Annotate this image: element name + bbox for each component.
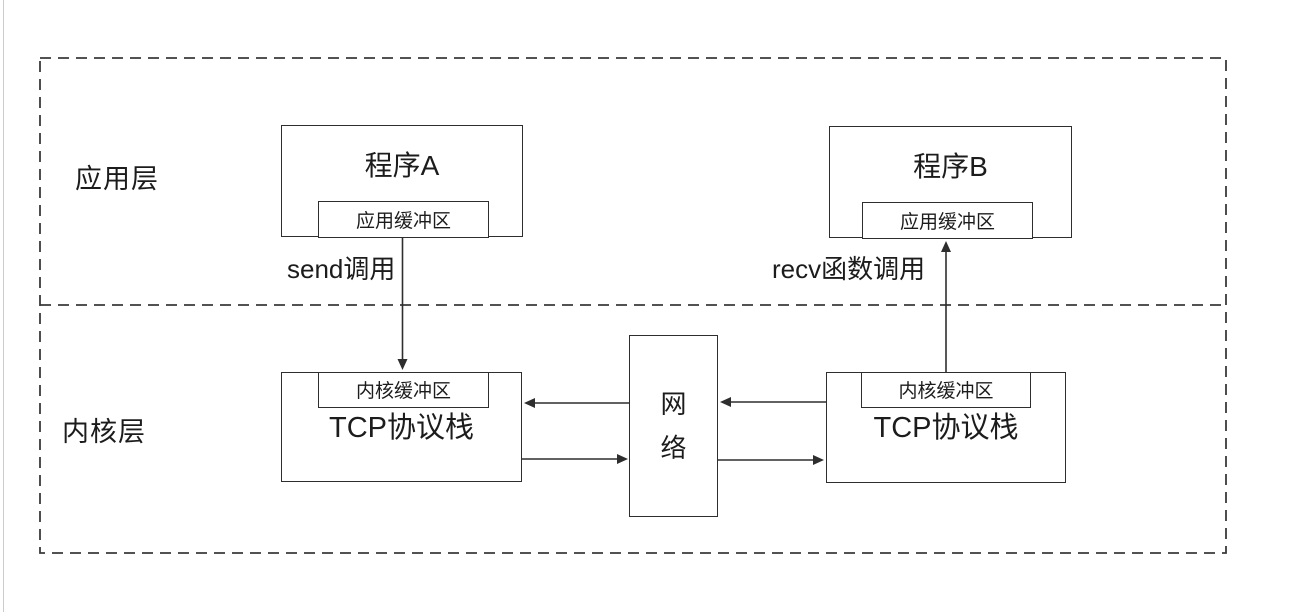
program-b-app-buffer-box: 应用缓冲区 bbox=[862, 201, 1033, 239]
page-left-border bbox=[3, 0, 4, 612]
program-a-box: 程序A 应用缓冲区 bbox=[281, 125, 523, 238]
tcp-stack-left-box: 内核缓冲区 TCP协议栈 bbox=[281, 371, 522, 482]
program-b-box: 程序B 应用缓冲区 bbox=[829, 126, 1072, 239]
kernel-layer-label: 内核层 bbox=[62, 417, 146, 447]
tcp-stack-left-title: TCP协议栈 bbox=[328, 412, 474, 444]
tcp-stack-right-box: 内核缓冲区 TCP协议栈 bbox=[826, 371, 1066, 483]
program-b-title: 程序B bbox=[913, 151, 988, 182]
tcp-stack-right-title: TCP协议栈 bbox=[873, 412, 1019, 444]
program-a-title: 程序A bbox=[364, 150, 440, 181]
network-title: 网络 bbox=[660, 389, 687, 463]
send-call-label: send调用 bbox=[287, 254, 396, 284]
application-layer-label: 应用层 bbox=[75, 164, 159, 194]
network-box: 网络 bbox=[629, 335, 718, 517]
program-a-app-buffer-box: 应用缓冲区 bbox=[318, 200, 489, 238]
tcp-left-kernel-buffer-box: 内核缓冲区 bbox=[318, 371, 489, 408]
tcp-right-kernel-buffer-box: 内核缓冲区 bbox=[861, 371, 1031, 408]
recv-call-label: recv函数调用 bbox=[772, 254, 926, 284]
